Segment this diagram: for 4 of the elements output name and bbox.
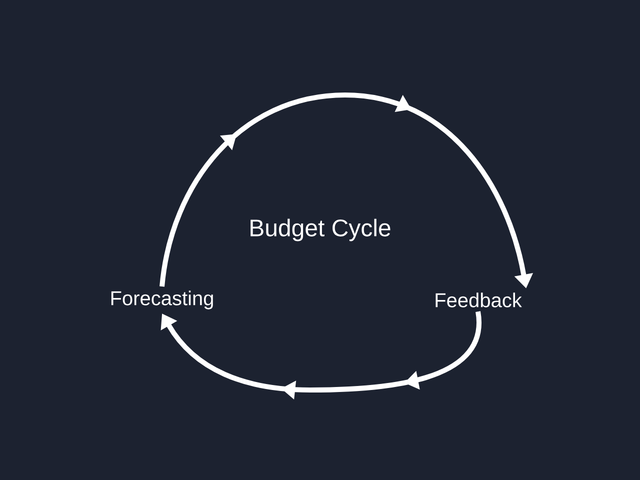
title: Budget Cycle [250, 218, 390, 242]
cycle-arrow [160, 311, 482, 400]
node-label: Forecasting [111, 290, 213, 310]
node-label: Feedback [436, 292, 522, 308]
